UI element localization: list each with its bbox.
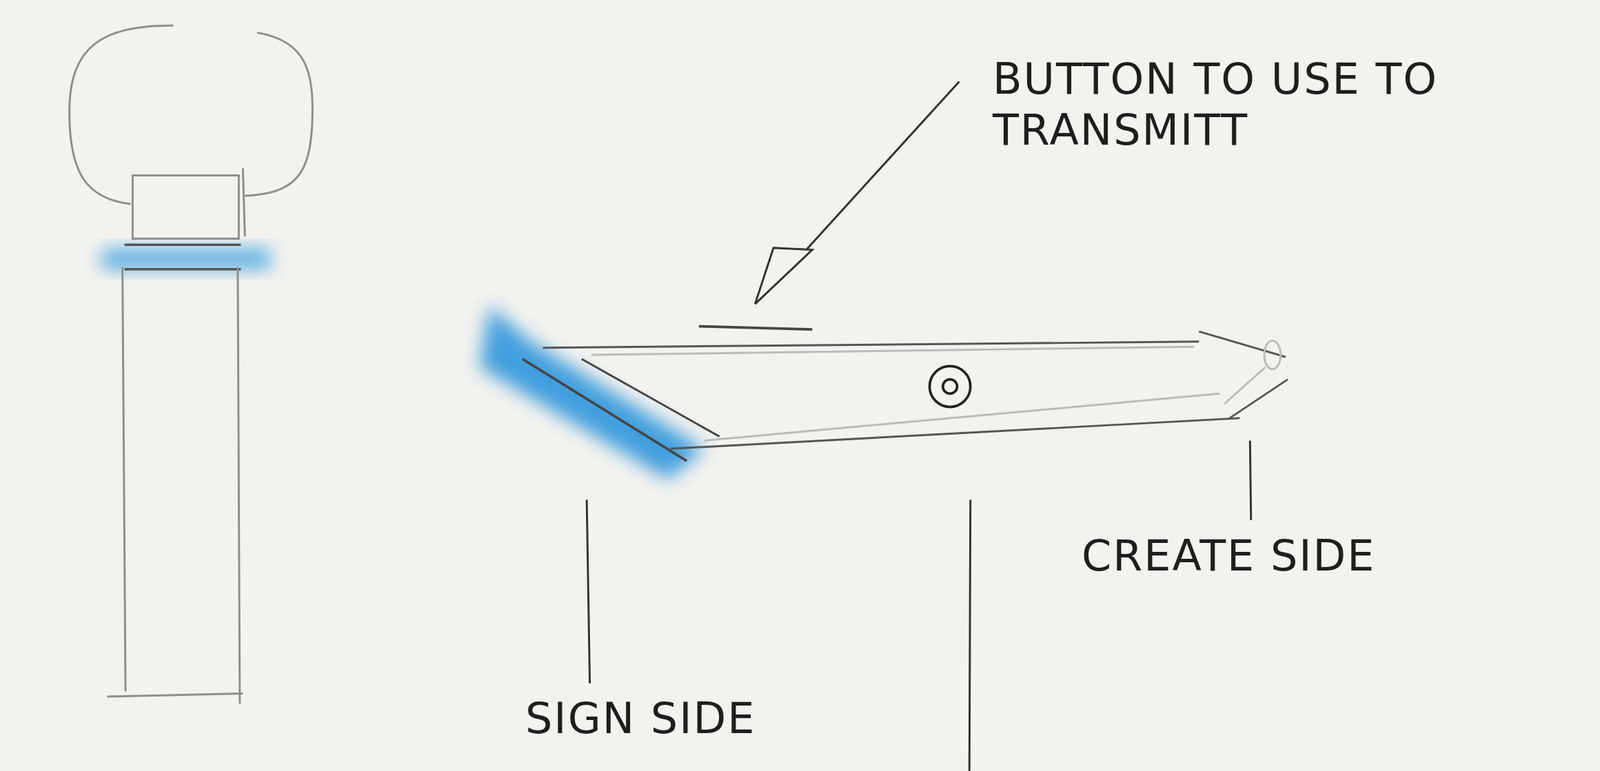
side-label: SIGN SIDE bbox=[525, 693, 756, 745]
side-view-device bbox=[69, 25, 313, 704]
pen-device bbox=[479, 306, 1288, 480]
leader-lines bbox=[586, 81, 1252, 771]
side-label: CREATE SIDE bbox=[1081, 530, 1376, 582]
button-callout: BUTTON TO USE TO TRANSMITT bbox=[992, 53, 1572, 157]
